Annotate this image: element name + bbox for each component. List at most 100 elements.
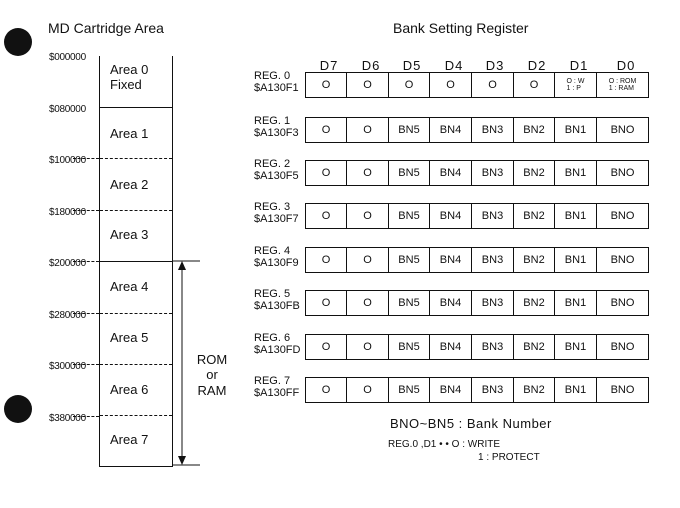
- register-name: REG. 5: [254, 288, 291, 300]
- register-bit-cell: BN4: [429, 117, 472, 143]
- register-bit-cell: BN5: [388, 290, 430, 316]
- register-label: REG. 6$A130FD: [254, 332, 300, 356]
- bit-header: D7: [319, 58, 339, 73]
- register-address: $A130FF: [254, 387, 300, 399]
- area-divider: [100, 107, 172, 108]
- bank-number-legend: BNO~BN5 : Bank Number: [390, 416, 552, 431]
- register-bit-cell: BN3: [471, 377, 514, 403]
- reg0-d0-line2: 1 : RAM: [608, 85, 634, 92]
- area-divider: [100, 261, 172, 262]
- address-leader: [73, 416, 99, 417]
- area-sublabel: Fixed: [110, 77, 142, 92]
- register-bit-cell: BN2: [513, 247, 555, 273]
- register-bit-cell: BN4: [429, 377, 472, 403]
- ram-label: RAM: [197, 383, 227, 398]
- address-leader: [73, 313, 99, 314]
- register-label: REG. 5$A130FB: [254, 288, 300, 312]
- register-bit-cell: BN1: [554, 203, 597, 229]
- binder-hole-top: [4, 28, 32, 56]
- register-bit-cell: BNO: [596, 160, 649, 186]
- register-bit-cell: BN4: [429, 247, 472, 273]
- binder-hole-bottom: [4, 395, 32, 423]
- register-label: REG. 0$A130F1: [254, 70, 299, 94]
- register-label: REG. 3$A130F7: [254, 201, 299, 225]
- register-label: REG. 7$A130FF: [254, 375, 299, 399]
- register-name: REG. 6: [254, 332, 291, 344]
- reg0-d1-line1: O : W: [566, 78, 585, 85]
- register-name: REG. 1: [254, 115, 291, 127]
- register-address: $A130F9: [254, 257, 299, 269]
- register-bit-cell: BN4: [429, 290, 472, 316]
- address-label: $200000: [49, 258, 86, 269]
- register-bit-cell: BN5: [388, 247, 430, 273]
- address-label: $100000: [49, 155, 86, 166]
- register-bit-cell: BN1: [554, 377, 597, 403]
- register-bit-cell: O: [305, 117, 347, 143]
- register-bit-cell: O: [346, 377, 389, 403]
- register-bit-cell: BN5: [388, 334, 430, 360]
- address-label: $000000: [49, 52, 86, 63]
- area-4: Area 4: [100, 261, 172, 313]
- register-name: REG. 2: [254, 158, 291, 170]
- register-bit-cell: O: [346, 72, 389, 98]
- register-bit-cell: O: [346, 117, 389, 143]
- register-bit-cell: BN1: [554, 160, 597, 186]
- area-divider: [100, 313, 172, 314]
- address-label: $300000: [49, 361, 86, 372]
- register-address: $A130FB: [254, 300, 300, 312]
- register-bit-cell: O: [346, 334, 389, 360]
- register-bit-cell: BN3: [471, 247, 514, 273]
- area-label: Area 7: [110, 432, 149, 447]
- register-bit-cell: BN3: [471, 160, 514, 186]
- bit-header: D1: [569, 58, 589, 73]
- bit-header: D5: [402, 58, 422, 73]
- area-label: Area 3: [110, 227, 149, 242]
- bit-header: D6: [361, 58, 381, 73]
- register-address: $A130FD: [254, 344, 301, 356]
- register-bit-cell: BNO: [596, 334, 649, 360]
- register-bit-cell: BN3: [471, 117, 514, 143]
- bit-header: D4: [444, 58, 464, 73]
- register-bit-cell: BN2: [513, 160, 555, 186]
- register-bit-cell: O: [346, 290, 389, 316]
- area-label: Area 2: [110, 177, 149, 192]
- area-divider: [100, 415, 172, 416]
- memory-map: Area 0 Fixed Area 1 Area 2 Area 3 Area 4…: [99, 56, 173, 467]
- reg0-legend-line1: REG.0 ,D1 • • O : WRITE: [388, 439, 501, 450]
- register-bit-cell: BN2: [513, 117, 555, 143]
- register-bit-cell: BNO: [596, 247, 649, 273]
- address-label: $180000: [49, 207, 86, 218]
- register-label: REG. 2$A130F5: [254, 158, 299, 182]
- reg0-d1-line2: 1 : P: [566, 85, 581, 92]
- register-name: REG. 4: [254, 245, 291, 257]
- register-label: REG. 1$A130F3: [254, 115, 299, 139]
- area-1: Area 1: [100, 108, 172, 160]
- area-2: Area 2: [100, 159, 172, 211]
- register-bit-cell: O: [305, 334, 347, 360]
- area-divider: [100, 364, 172, 365]
- bit-header: D0: [616, 58, 636, 73]
- register-bit-cell: BN5: [388, 160, 430, 186]
- area-label: Area 0: [110, 62, 149, 77]
- register-bit-cell: BN5: [388, 117, 430, 143]
- area-0: Area 0 Fixed: [100, 56, 172, 108]
- rom-ram-label: ROM or RAM: [192, 350, 232, 400]
- register-bit-cell: BN2: [513, 334, 555, 360]
- register-bit-cell: O: [305, 377, 347, 403]
- area-label: Area 1: [110, 126, 149, 141]
- register-name: REG. 3: [254, 201, 291, 213]
- area-divider: [100, 210, 172, 211]
- register-name: REG. 7: [254, 375, 291, 387]
- bit-header: D2: [527, 58, 547, 73]
- register-bit-cell: BNO: [596, 377, 649, 403]
- register-address: $A130F3: [254, 127, 299, 139]
- bit-header: D3: [485, 58, 505, 73]
